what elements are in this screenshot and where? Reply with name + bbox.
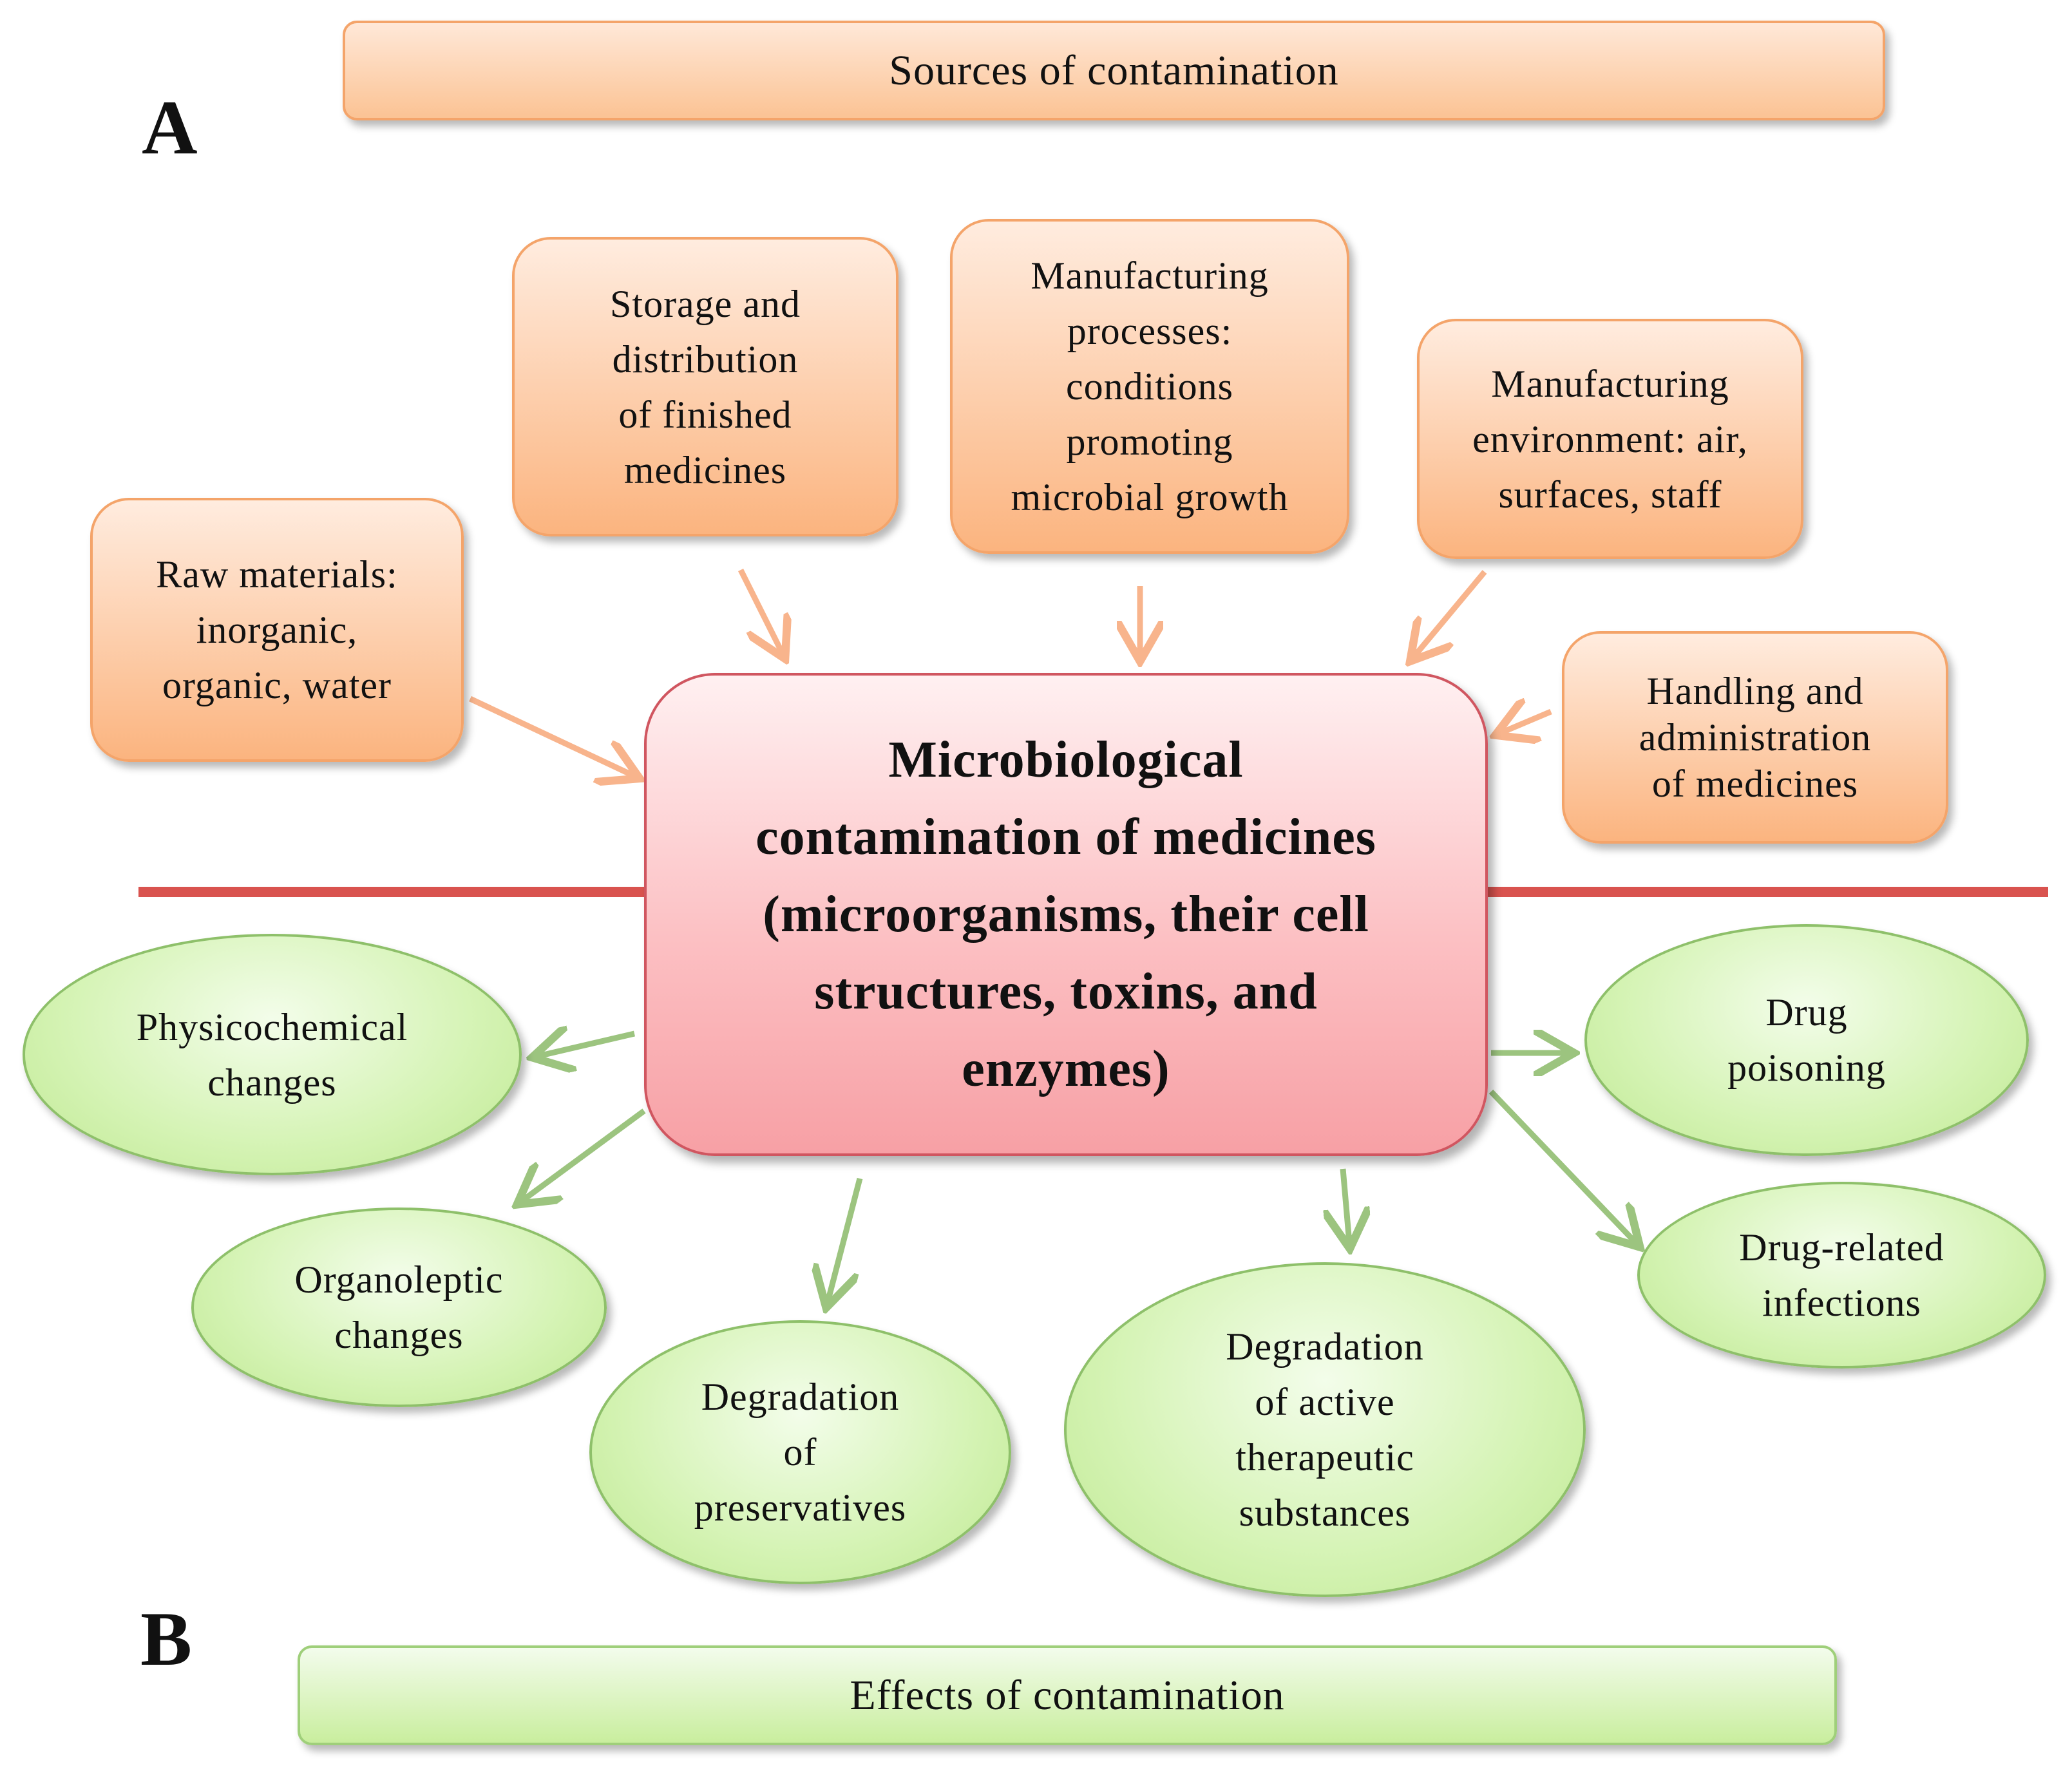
- effect-organoleptic-changes: Organoleptic changes: [191, 1208, 607, 1407]
- effect-degradation-active-substances: Degradation of active therapeutic substa…: [1064, 1262, 1586, 1597]
- panel-b-letter: B: [140, 1596, 193, 1681]
- source-raw-materials: Raw materials: inorganic, organic, water: [90, 498, 464, 762]
- effects-header: Effects of contamination: [298, 1645, 1837, 1745]
- arrow-active-substances: [1343, 1168, 1349, 1243]
- arrow-physicochemical: [538, 1034, 636, 1056]
- source-handling-administration: Handling and administration of medicines: [1562, 631, 1948, 844]
- arrow-storage: [737, 568, 783, 654]
- sources-header: Sources of contamination: [343, 21, 1885, 120]
- effect-drug-related-infections: Drug-related infections: [1637, 1182, 2046, 1368]
- source-manufacturing-processes: Manufacturing processes: conditions prom…: [950, 219, 1349, 554]
- arrow-handling: [1501, 712, 1552, 733]
- effect-degradation-preservatives: Degradation of preservatives: [589, 1320, 1011, 1584]
- arrow-raw-materials: [469, 696, 634, 776]
- source-manufacturing-environment: Manufacturing environment: air, surfaces…: [1417, 319, 1803, 559]
- arrow-infections: [1488, 1089, 1636, 1243]
- central-contamination-node: Microbiological contamination of medicin…: [644, 673, 1488, 1156]
- arrow-manufacturing-environment: [1414, 570, 1487, 657]
- panel-a-letter: A: [142, 84, 198, 170]
- effect-drug-poisoning: Drug poisoning: [1584, 924, 2029, 1156]
- arrow-preservatives: [828, 1177, 863, 1302]
- effect-physicochemical-changes: Physicochemical changes: [23, 934, 522, 1175]
- arrow-organoleptic: [522, 1108, 646, 1201]
- source-storage-distribution: Storage and distribution of finished med…: [512, 237, 898, 536]
